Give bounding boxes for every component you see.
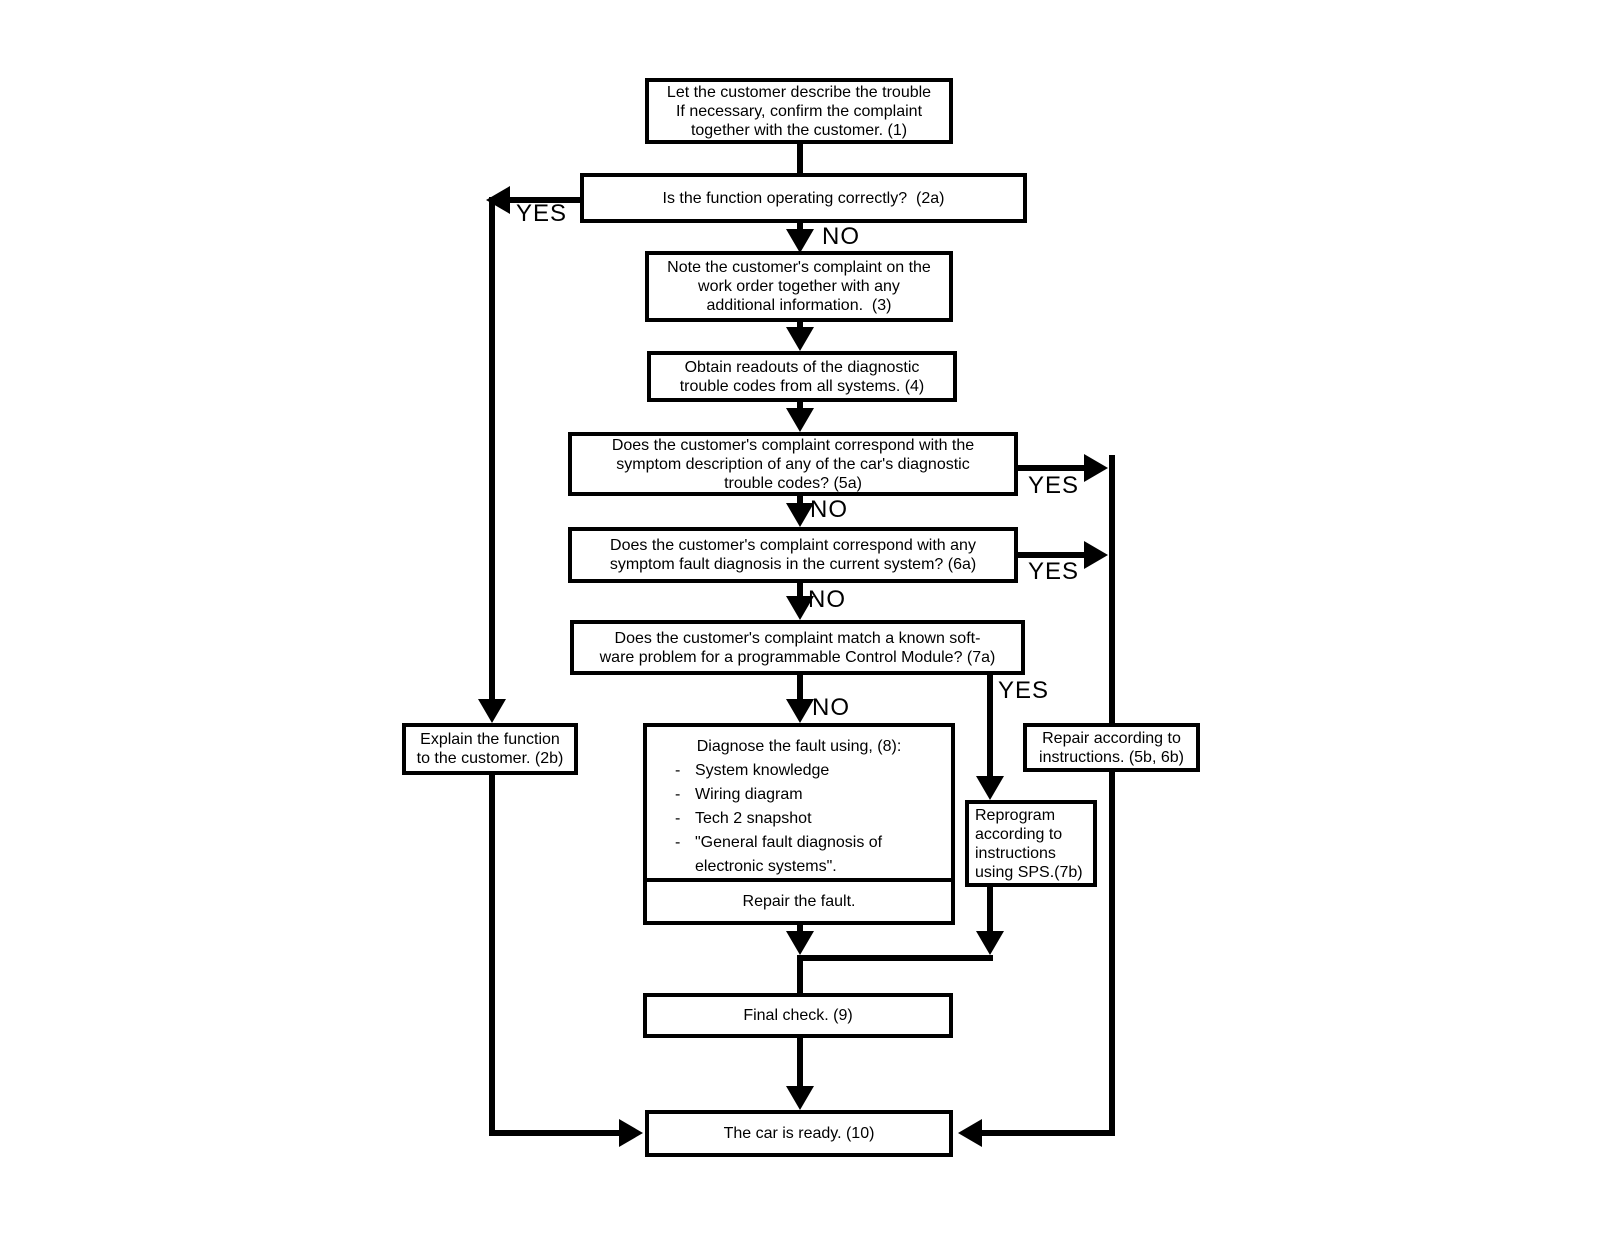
- connector-left-vertical-bottom: [489, 775, 495, 1136]
- connector-7a-to-8-line: [797, 675, 803, 703]
- node-describe-trouble-1: Let the customer describe the trouble If…: [645, 78, 953, 144]
- arrowhead-down-icon: [976, 931, 1004, 955]
- bullet-system-knowledge: - System knowledge: [647, 759, 951, 783]
- arrowhead-down-icon: [976, 776, 1004, 800]
- node-car-ready-10: The car is ready. (10): [645, 1110, 953, 1157]
- arrowhead-down-icon: [786, 408, 814, 432]
- connector-1-to-2a: [797, 144, 803, 174]
- arrowhead-right-icon: [619, 1119, 643, 1147]
- arrowhead-down-icon: [786, 327, 814, 351]
- node-note-complaint-3: Note the customer's complaint on the wor…: [645, 251, 953, 322]
- arrowhead-down-icon: [478, 699, 506, 723]
- label-no-2a: NO: [822, 223, 860, 250]
- label-no-5a: NO: [810, 496, 848, 523]
- bullet-text: "General fault diagnosis of electronic s…: [695, 834, 883, 875]
- node-describe-trouble-1-text: Let the customer describe the trouble If…: [666, 83, 932, 139]
- node-explain-function-2b: Explain the function to the customer. (2…: [402, 723, 578, 775]
- connector-final-to-ready-line: [797, 1038, 803, 1090]
- connector-left-vertical-top: [489, 197, 495, 705]
- arrowhead-right-icon: [1084, 541, 1108, 569]
- connector-2a-yes-horizontal: [505, 197, 580, 203]
- connector-5a-to-6a-line: [797, 496, 803, 507]
- bullet-general-fault-diagnosis: - "General fault diagnosis of electronic…: [647, 831, 951, 879]
- bullet-tech2-snapshot: - Tech 2 snapshot: [647, 807, 951, 831]
- node-reprogram-sps-7b-text: Reprogram according to instructions usin…: [975, 806, 1083, 881]
- arrowhead-down-icon: [786, 931, 814, 955]
- bullet-dash: -: [675, 810, 681, 827]
- node-diagnose-fault-8-title: Diagnose the fault using, (8):: [696, 738, 902, 755]
- node-diagnose-fault-8: Diagnose the fault using, (8): - System …: [643, 723, 955, 882]
- node-repair-instructions-5b6b-text: Repair according to instructions. (5b, 6…: [1039, 729, 1184, 766]
- label-no-6a: NO: [808, 586, 846, 613]
- connector-merge-to-final: [797, 958, 803, 996]
- node-software-problem-7a: Does the customer's complaint match a kn…: [570, 620, 1025, 675]
- connector-7a-yes-line: [987, 675, 993, 780]
- label-yes-5a: YES: [1028, 472, 1080, 499]
- node-car-ready-10-text: The car is ready. (10): [723, 1125, 875, 1142]
- node-function-operating-2a: Is the function operating correctly? (2a…: [580, 173, 1027, 223]
- arrowhead-right-icon: [1084, 454, 1108, 482]
- node-final-check-9: Final check. (9): [643, 993, 953, 1038]
- connector-5a-yes-horizontal: [1018, 465, 1090, 471]
- arrowhead-left-icon: [958, 1119, 982, 1147]
- arrowhead-down-icon: [786, 1086, 814, 1110]
- node-function-operating-2a-text: Is the function operating correctly? (2a…: [662, 189, 945, 207]
- bullet-dash: -: [675, 762, 681, 779]
- connector-merge-horizontal: [797, 955, 993, 961]
- connector-7b-to-merge-line: [987, 887, 993, 935]
- node-complaint-dtc-5a: Does the customer's complaint correspond…: [568, 432, 1018, 496]
- arrowhead-down-icon: [786, 229, 814, 253]
- connector-6a-to-7a-line: [797, 583, 803, 600]
- node-repair-fault-text: Repair the fault.: [742, 893, 856, 910]
- connector-right-vertical: [1109, 455, 1115, 1136]
- arrowhead-down-icon: [786, 503, 814, 527]
- node-obtain-readouts-4-text: Obtain readouts of the diagnostic troubl…: [679, 358, 925, 395]
- arrowhead-down-icon: [786, 596, 814, 620]
- node-reprogram-sps-7b: Reprogram according to instructions usin…: [965, 800, 1097, 887]
- connector-2a-to-3-line: [797, 223, 803, 233]
- connector-right-bottom-horizontal: [978, 1130, 1115, 1136]
- bullet-dash: -: [675, 834, 681, 851]
- node-obtain-readouts-4: Obtain readouts of the diagnostic troubl…: [647, 351, 957, 402]
- node-complaint-symptom-6a-text: Does the customer's complaint correspond…: [609, 537, 977, 573]
- label-yes-7a: YES: [998, 677, 1050, 704]
- node-complaint-dtc-5a-text: Does the customer's complaint correspond…: [611, 436, 975, 492]
- label-no-7a: NO: [812, 694, 850, 721]
- bullet-wiring-diagram: - Wiring diagram: [647, 783, 951, 807]
- arrowhead-down-icon: [786, 699, 814, 723]
- connector-4-to-5a-line: [797, 402, 803, 412]
- connector-6a-yes-horizontal: [1018, 552, 1090, 558]
- bullet-dash: -: [675, 786, 681, 803]
- node-repair-fault: Repair the fault.: [643, 882, 955, 925]
- node-final-check-9-text: Final check. (9): [743, 1007, 853, 1024]
- label-yes-2a: YES: [516, 200, 568, 227]
- node-repair-instructions-5b6b: Repair according to instructions. (5b, 6…: [1023, 723, 1200, 772]
- node-software-problem-7a-text: Does the customer's complaint match a kn…: [599, 629, 996, 666]
- connector-left-bottom-horizontal: [489, 1130, 625, 1136]
- label-yes-6a: YES: [1028, 558, 1080, 585]
- node-complaint-symptom-6a: Does the customer's complaint correspond…: [568, 527, 1018, 583]
- node-explain-function-2b-text: Explain the function to the customer. (2…: [416, 731, 564, 767]
- bullet-text: Tech 2 snapshot: [695, 810, 812, 827]
- node-note-complaint-3-text: Note the customer's complaint on the wor…: [667, 259, 931, 314]
- bullet-text: System knowledge: [695, 762, 830, 779]
- bullet-text: Wiring diagram: [695, 786, 803, 803]
